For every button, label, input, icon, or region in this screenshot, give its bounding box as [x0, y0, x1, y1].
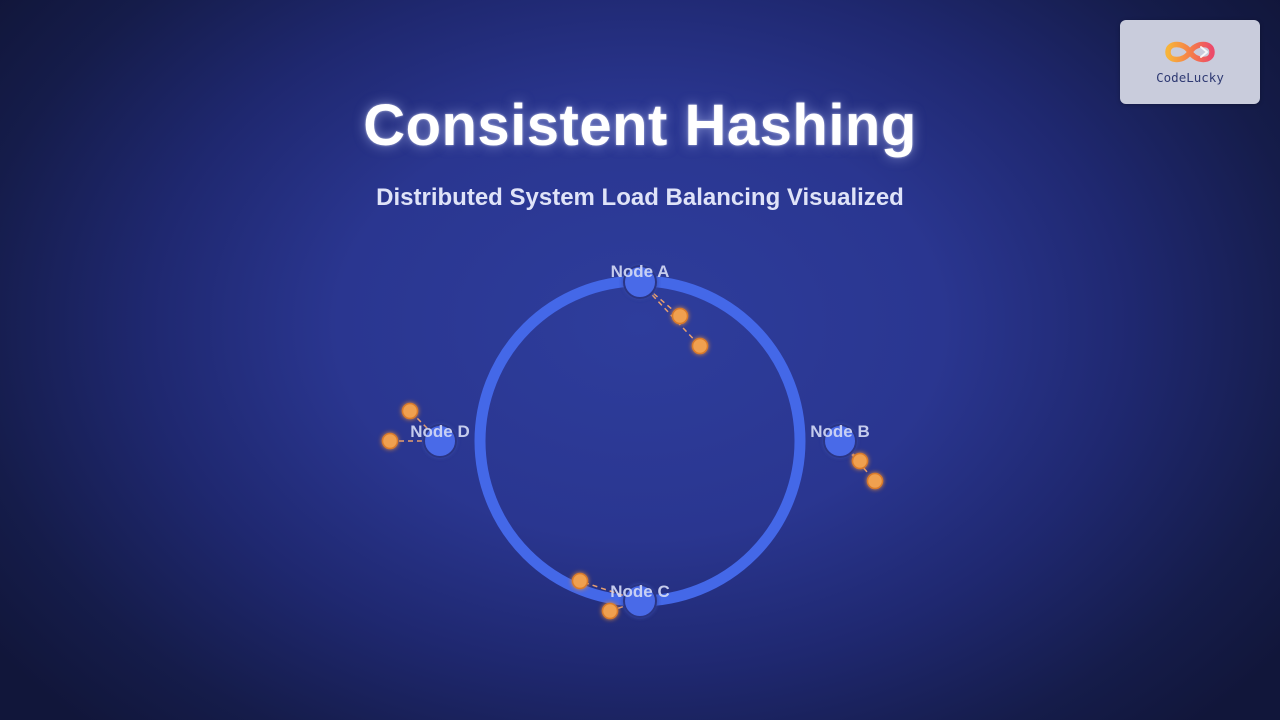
infinity-logo-icon	[1165, 41, 1215, 63]
node-b[interactable]	[823, 424, 857, 458]
node-c-key-1[interactable]	[571, 572, 589, 590]
node-a-key-1[interactable]	[671, 307, 689, 325]
node-a-group: Node A	[611, 262, 709, 355]
node-d-key-2[interactable]	[381, 432, 399, 450]
node-c-group: Node C	[571, 572, 670, 620]
node-c[interactable]	[623, 584, 657, 618]
node-d-group: Node D	[381, 402, 470, 458]
node-b-key-1[interactable]	[851, 452, 869, 470]
node-b-group: Node B	[810, 422, 884, 490]
page-title: Consistent Hashing	[363, 93, 917, 158]
node-d[interactable]	[423, 424, 457, 458]
node-a-key-2[interactable]	[691, 337, 709, 355]
logo-text: CodeLucky	[1156, 70, 1224, 85]
node-d-key-link-1	[409, 410, 441, 442]
node-b-key-2[interactable]	[866, 472, 884, 490]
node-c-key-2[interactable]	[601, 602, 619, 620]
codelucky-logo[interactable]: CodeLucky	[1120, 20, 1260, 104]
node-a-key-link-2	[639, 281, 701, 347]
node-d-key-1[interactable]	[401, 402, 419, 420]
page-subtitle: Distributed System Load Balancing Visual…	[376, 184, 904, 211]
node-d-label: Node D	[410, 422, 470, 441]
node-a[interactable]	[623, 265, 657, 299]
hash-ring	[474, 275, 806, 607]
node-a-label: Node A	[611, 262, 670, 281]
node-c-label: Node C	[610, 582, 670, 601]
node-b-label: Node B	[810, 422, 870, 441]
